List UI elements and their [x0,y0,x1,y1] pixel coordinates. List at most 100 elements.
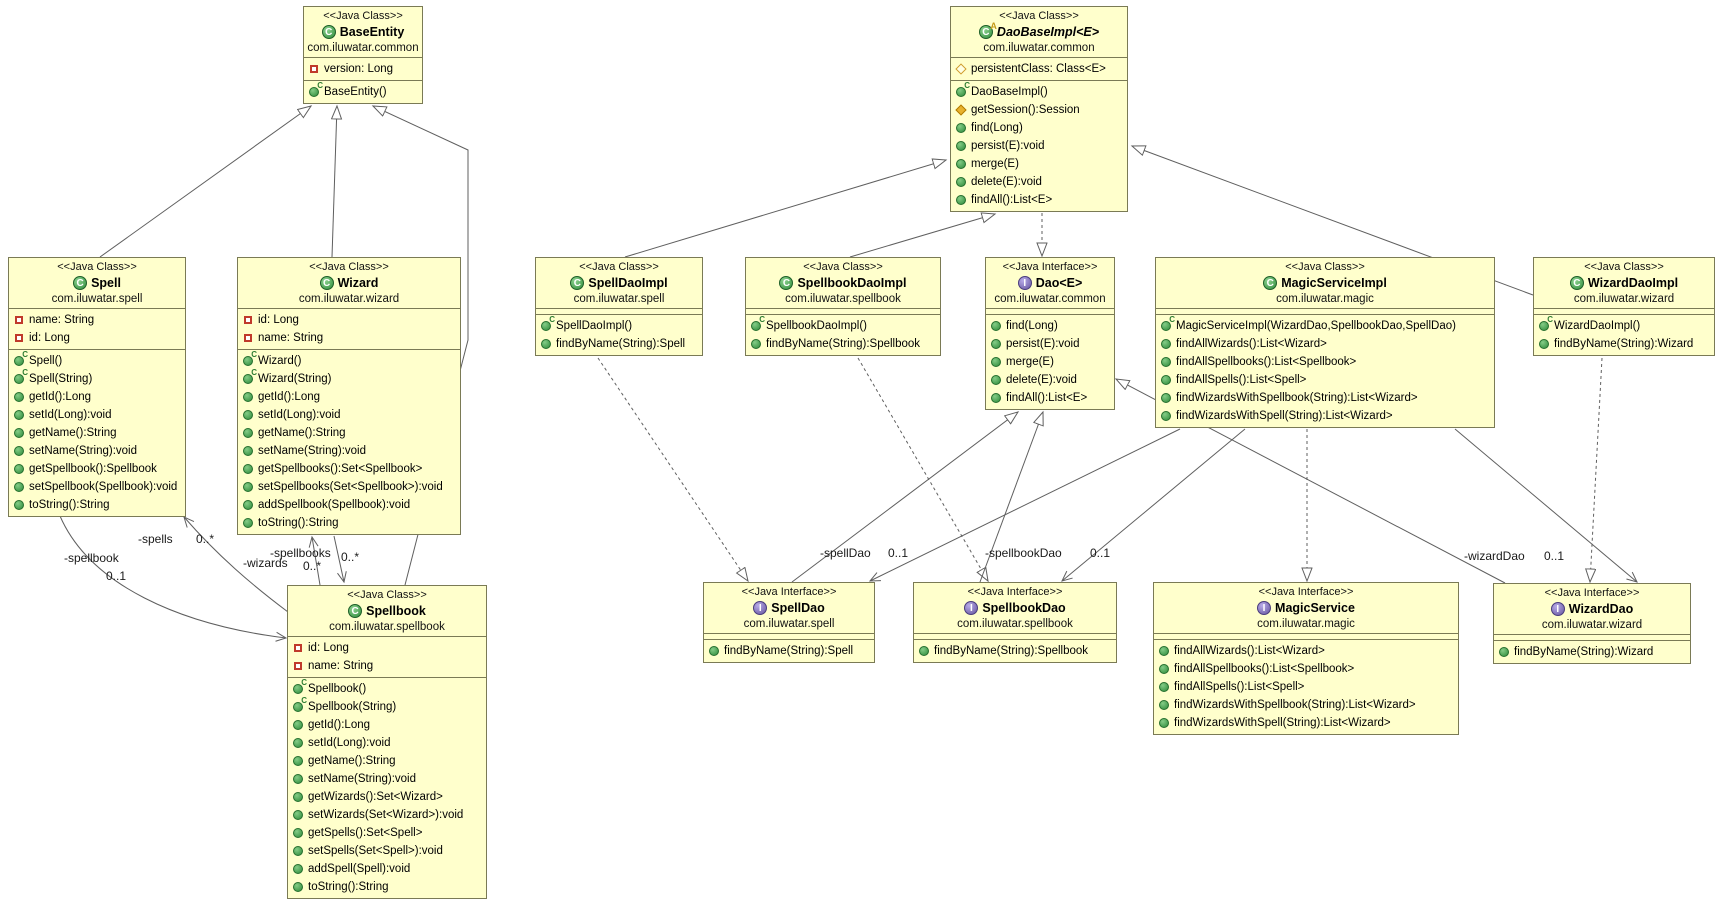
method-row: merge(E) [951,155,1127,173]
method-row: getId():Long [9,388,185,406]
public-method-icon [1160,338,1172,350]
field-row: name: String [238,329,460,347]
method-text: getSpellbook():Spellbook [29,463,157,475]
class-icon: C [319,276,334,290]
fields-compartment [986,308,1114,314]
field-row: version: Long [304,60,422,78]
method-row: delete(E):void [986,371,1114,389]
public-method-icon [1160,410,1172,422]
field-text: id: Long [308,642,349,654]
edge-label-spellbookdao-mult: 0..1 [1090,546,1111,560]
method-text: getId():Long [258,391,321,403]
stereotype: <<Java Interface>> [1544,587,1640,599]
method-row: findWizardsWithSpell(String):List<Wizard… [1154,714,1458,732]
method-text: getId():Long [29,391,92,403]
field-text: name: String [29,314,95,326]
class-icon: C [570,276,585,290]
class-package: com.iluwatar.common [994,293,1106,305]
method-row: find(Long) [986,317,1114,335]
method-row: setSpellbooks(Set<Spellbook>):void [238,478,460,496]
public-method-icon [1498,646,1510,658]
class-package: com.iluwatar.common [307,42,419,54]
method-text: toString():String [29,499,110,511]
class-name: DaoBaseImpl<E> [996,25,1100,39]
edge-label-spellbooks-mult: 0..* [341,550,360,564]
class-icon: C [1569,276,1584,290]
class-name: SpellDao [771,601,825,615]
method-text: WizardDaoImpl() [1554,320,1641,332]
method-text: merge(E) [1006,356,1054,368]
edge-label-wizarddao-role: -wizardDao [1464,549,1525,563]
method-row: findAllSpellbooks():List<Spellbook> [1156,353,1494,371]
method-text: BaseEntity() [324,86,387,98]
method-row: toString():String [238,514,460,532]
public-method-icon [13,427,25,439]
constructor-icon: C [540,315,555,332]
edge-spelldao-extends-dao [791,412,1018,583]
fields-compartment [1494,634,1690,640]
stereotype: <<Java Class>> [57,261,137,273]
field-text: name: String [258,332,324,344]
fields-compartment [1534,308,1714,314]
field-row: name: String [288,657,486,675]
class-package: com.iluwatar.magic [1276,293,1374,305]
method-row: findAllSpells():List<Spell> [1154,678,1458,696]
method-row: findWizardsWithSpellbook(String):List<Wi… [1154,696,1458,714]
class-icon: C [321,25,336,39]
class-name: MagicService [1275,601,1355,615]
edge-wizard-spellbooks [333,535,347,584]
public-method-icon [1158,645,1170,657]
protected-method-icon [955,104,967,116]
method-text: findWizardsWithSpell(String):List<Wizard… [1176,410,1393,422]
public-method-icon [242,463,254,475]
method-row: setWizards(Set<Wizard>):void [288,806,486,824]
method-row: setSpellbook(Spellbook):void [9,478,185,496]
edge-label-spells-mult: 0..* [196,532,215,546]
method-text: setId(Long):void [308,737,391,749]
public-method-icon [292,827,304,839]
method-row: findWizardsWithSpellbook(String):List<Wi… [1156,389,1494,407]
method-row: findAllWizards():List<Wizard> [1156,335,1494,353]
method-text: findAllWizards():List<Wizard> [1174,645,1325,657]
method-text: delete(E):void [971,176,1042,188]
stereotype: <<Java Interface>> [1258,586,1354,598]
class-package: com.iluwatar.spell [51,293,143,305]
public-method-icon [13,463,25,475]
class-icon: C [779,276,794,290]
public-method-icon [1160,356,1172,368]
method-text: findAll():List<E> [1006,392,1088,404]
method-row: getName():String [288,752,486,770]
method-row: findAll():List<E> [951,191,1127,209]
method-text: getName():String [258,427,346,439]
edge-wizard-extends-baseentity [332,106,337,258]
constructor-icon: C [1160,315,1175,332]
private-field-icon [242,332,254,344]
public-method-icon [13,481,25,493]
edge-magicserviceimpl-spelldao [868,428,1181,582]
method-text: Wizard(String) [258,373,332,385]
constructor-icon: C [1538,315,1553,332]
method-row: setName(String):void [238,442,460,460]
class-package: com.iluwatar.spell [573,293,665,305]
method-text: addSpell(Spell):void [308,863,411,875]
